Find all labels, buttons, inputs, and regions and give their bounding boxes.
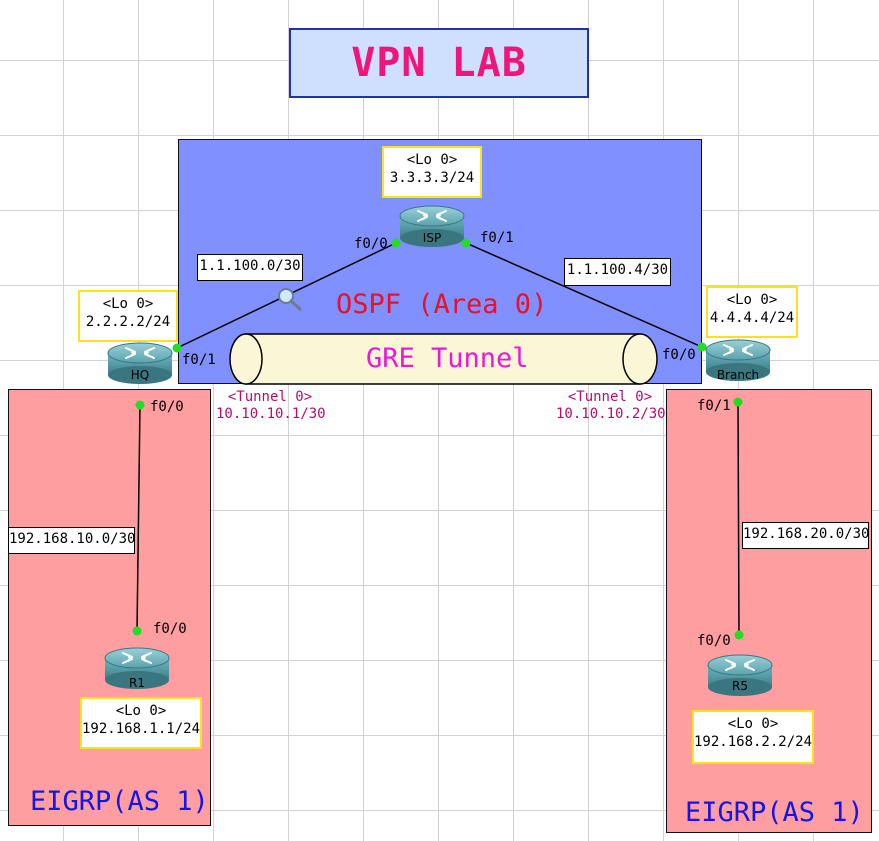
iface-branch-isp: f0/0 (662, 347, 696, 363)
isp-loopback-name: <Lo 0> (406, 152, 458, 168)
tunnel-branch-info: <Tunnel 0> 10.10.10.2/30 (556, 389, 666, 423)
hq-loopback-ip: 2.2.2.2/24 (85, 314, 171, 330)
interface-dots (132, 238, 744, 640)
hq-loopback-name: <Lo 0> (102, 296, 154, 312)
router-branch-label: Branch (716, 368, 760, 382)
router-isp-label: ISP (422, 231, 442, 245)
branch-loopback-ip: 4.4.4.4/24 (709, 310, 795, 326)
tunnel-hq-info: <Tunnel 0> 10.10.10.1/30 (216, 389, 326, 423)
network-hq-r1: 192.168.10.0/30 (8, 527, 135, 554)
isp-loopback: <Lo 0> 3.3.3.3/24 (382, 146, 482, 198)
tunnel-hq-name: <Tunnel 0> (227, 389, 313, 405)
eigrp-right-label: EIGRP(AS 1) (685, 797, 864, 828)
link-hq-r1 (136, 403, 141, 632)
isp-loopback-ip: 3.3.3.3/24 (389, 170, 475, 186)
branch-loopback-name: <Lo 0> (726, 292, 778, 308)
iface-hq-isp: f0/1 (182, 352, 216, 368)
branch-loopback: <Lo 0> 4.4.4.4/24 (706, 286, 798, 338)
router-r5-label: R5 (732, 679, 748, 693)
router-hq-label: HQ (130, 368, 150, 382)
router-r1-label: R1 (129, 676, 145, 690)
iface-branch-r5: f0/1 (697, 398, 731, 414)
network-hq-isp: 1.1.100.0/30 (197, 254, 303, 281)
iface-r1-hq: f0/0 (153, 621, 187, 637)
r5-loopback-ip: 192.168.2.2/24 (694, 734, 813, 750)
page-title: VPN LAB (289, 28, 589, 98)
tunnel-branch-name: <Tunnel 0> (567, 389, 653, 405)
eigrp-area-left (8, 389, 211, 826)
gre-tunnel-label: GRE Tunnel (366, 343, 529, 374)
link-branch-r5 (737, 401, 740, 636)
eigrp-left-label: EIGRP(AS 1) (30, 786, 209, 817)
iface-hq-r1: f0/0 (150, 399, 184, 415)
tunnel-hq-ip: 10.10.10.1/30 (216, 406, 326, 422)
gre-tunnel (229, 333, 658, 385)
hq-loopback: <Lo 0> 2.2.2.2/24 (78, 290, 178, 342)
iface-isp-left: f0/0 (354, 236, 388, 252)
iface-isp-right: f0/1 (480, 230, 514, 246)
r5-loopback: <Lo 0> 192.168.2.2/24 (692, 710, 814, 764)
r1-loopback-ip: 192.168.1.1/24 (82, 721, 201, 737)
r1-loopback: <Lo 0> 192.168.1.1/24 (80, 697, 202, 749)
magnifier-icon (278, 288, 302, 311)
r1-loopback-name: <Lo 0> (115, 703, 167, 719)
network-isp-branch: 1.1.100.4/30 (564, 258, 671, 286)
ospf-area-label: OSPF (Area 0) (336, 289, 548, 320)
link-isp-branch (465, 242, 703, 348)
network-branch-r5: 192.168.20.0/30 (742, 522, 869, 549)
iface-r5-branch: f0/0 (697, 633, 731, 649)
tunnel-branch-ip: 10.10.10.2/30 (556, 406, 666, 422)
r5-loopback-name: <Lo 0> (727, 716, 779, 732)
